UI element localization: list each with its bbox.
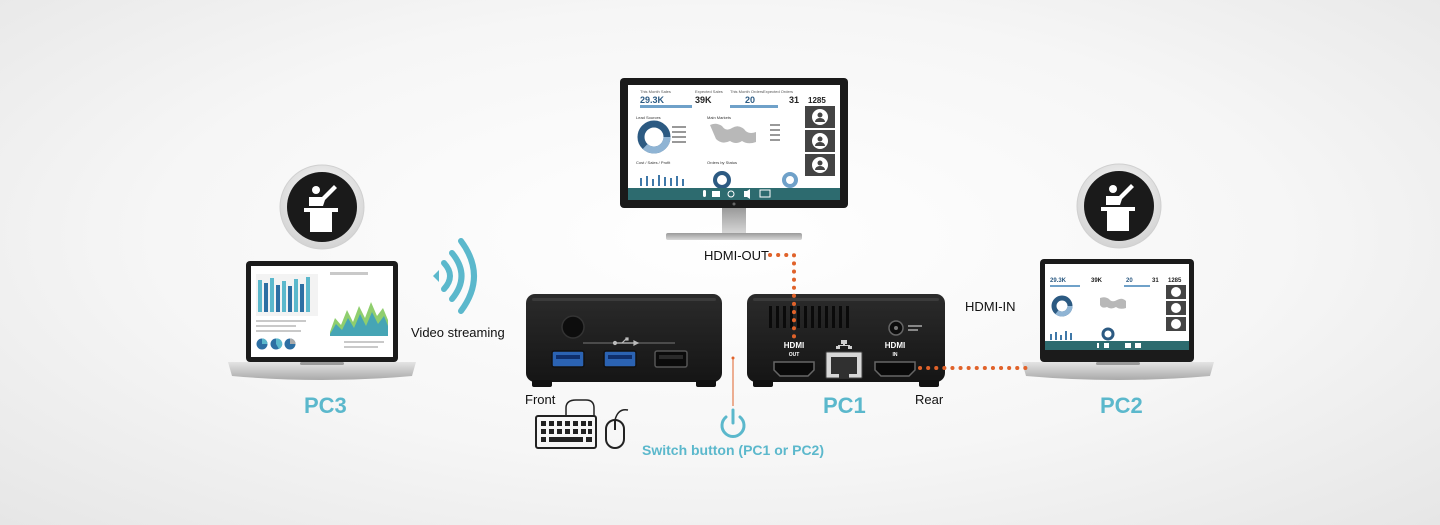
- audio-jack: [561, 315, 585, 339]
- kpi4-value: 31: [789, 95, 799, 105]
- hdmi-out-label: HDMI-OUT: [704, 248, 769, 263]
- kpi1-value: 29.3K: [640, 95, 665, 105]
- pc2-kpi3-value: 20: [1126, 278, 1133, 284]
- pc3-area-chart: [330, 272, 388, 336]
- hdmi-out-port: [773, 361, 815, 377]
- mouse-icon: [605, 408, 629, 449]
- power-icon: [720, 408, 746, 438]
- vent-grille: [769, 306, 849, 328]
- pc2-counter-value: 1285: [1168, 278, 1182, 284]
- pc2-presenter-badge: [1076, 163, 1162, 249]
- pc2-kpi2-value: 39K: [1091, 278, 1103, 284]
- video-streaming-label: Video streaming: [411, 325, 505, 340]
- rear-label: Rear: [915, 392, 944, 407]
- cost-sales-title: Cost / Sales / Profit: [636, 160, 671, 165]
- video-call-panel: [805, 106, 835, 176]
- pc2-dashboard: 29.3K 39K 20 31 1285: [1050, 278, 1186, 341]
- hdmi-in-label: HDMI-IN: [965, 299, 1016, 314]
- usb-symbol-icon: [583, 337, 675, 346]
- pc3-label: PC3: [304, 393, 347, 418]
- pc3-presenter-badge: [279, 164, 365, 250]
- kpi3-value: 20: [745, 95, 755, 105]
- lead-sources-title: Lead Sources: [636, 115, 661, 120]
- wifi-signal-icon: [433, 238, 477, 314]
- kpi3-title: This Month Orders: [730, 89, 763, 94]
- rear-mini-pc: HDMI OUT HDMI IN: [747, 294, 945, 387]
- ethernet-port-icon: [836, 340, 852, 349]
- pc3-bar-chart: [256, 274, 318, 316]
- pc2-laptop: 29.3K 39K 20 31 1285: [1022, 259, 1214, 380]
- hdmi-out-cable: [768, 253, 796, 342]
- world-map: [710, 123, 756, 144]
- counter-value: 1285: [808, 96, 826, 105]
- presenter-icon: [304, 185, 338, 232]
- main-markets-title: Main Markets: [707, 115, 731, 120]
- hdmi-out-port-sublabel: OUT: [789, 352, 800, 358]
- orders-status-title: Orders by Status: [707, 160, 737, 165]
- hdmi-in-port: [874, 361, 916, 377]
- kpi2-value: 39K: [695, 95, 712, 105]
- pc3-pie-charts: [256, 338, 296, 350]
- pc2-kpi4-value: 31: [1152, 278, 1159, 284]
- pc2-kpi1-value: 29.3K: [1050, 278, 1067, 284]
- kpi2-title: Expected Sales: [695, 89, 723, 94]
- hdmi-out-port-label: HDMI: [784, 341, 804, 350]
- switch-button-label: Switch button (PC1 or PC2): [642, 442, 824, 458]
- pc3-laptop: [228, 261, 416, 380]
- monitor-dashboard: This Month Sales 29.3K Expected Sales 39…: [636, 89, 835, 189]
- pc2-label: PC2: [1100, 393, 1143, 418]
- kpi1-title: This Month Sales: [640, 89, 671, 94]
- monitor-stand: [722, 208, 746, 234]
- front-label: Front: [525, 392, 556, 407]
- kpi4-title: Expected Orders: [763, 89, 793, 94]
- hdmi-in-port-sublabel: IN: [893, 352, 898, 358]
- presenter-icon: [1101, 184, 1135, 231]
- front-mini-pc: [526, 294, 722, 387]
- monitor: This Month Sales 29.3K Expected Sales 39…: [620, 78, 848, 240]
- pc1-label: PC1: [823, 393, 866, 418]
- keyboard-icon: [535, 399, 597, 449]
- hdmi-in-port-label: HDMI: [885, 341, 905, 350]
